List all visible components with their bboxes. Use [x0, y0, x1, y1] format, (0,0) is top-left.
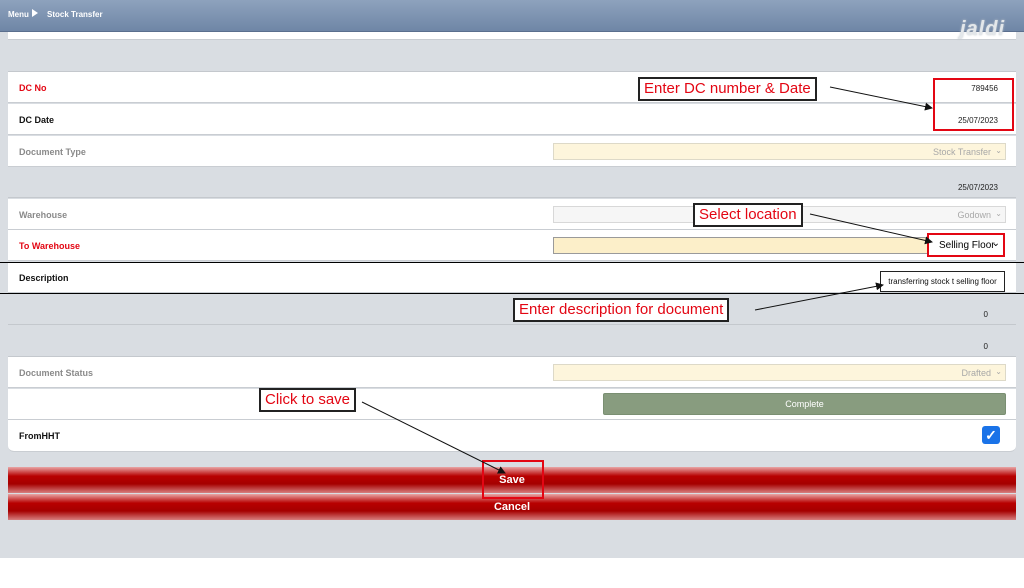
- warehouse-label: Warehouse: [19, 210, 68, 220]
- annotation-location: Select location: [693, 203, 803, 227]
- warehouse-value: Godown: [957, 210, 991, 220]
- highlight-line-bottom: [0, 293, 1024, 294]
- frame-top-strip: [8, 32, 1016, 40]
- complete-button[interactable]: Complete: [603, 393, 1006, 415]
- date-display-row: 25/07/2023: [8, 167, 1016, 198]
- top-bar: Menu Stock Transfer: [0, 0, 1024, 32]
- jaldi-logo: jaldi: [960, 18, 1006, 40]
- spacer-row: [8, 41, 1016, 72]
- chevron-down-icon: ⌄: [995, 209, 1002, 218]
- dc-date-field[interactable]: 25/07/2023: [957, 116, 998, 125]
- dc-highlight-box: [933, 78, 1014, 131]
- menu-link[interactable]: Menu: [8, 10, 29, 19]
- document-status-label: Document Status: [19, 368, 94, 378]
- annotation-dc: Enter DC number & Date: [638, 77, 817, 101]
- date-readonly: 25/07/2023: [957, 183, 998, 192]
- triangle-right-icon: [32, 9, 38, 17]
- count-row-1: 0: [8, 294, 1016, 325]
- from-hht-checkbox[interactable]: ✓: [982, 426, 1000, 444]
- complete-row: Complete: [8, 389, 1016, 420]
- count-row-2: 0: [8, 326, 1016, 357]
- annotation-save: Click to save: [259, 388, 357, 412]
- highlight-line-top: [0, 262, 1024, 263]
- save-button[interactable]: Save: [8, 467, 1016, 493]
- page-title: Stock Transfer: [47, 10, 103, 19]
- to-warehouse-select[interactable]: Selling Floor ⌄: [927, 233, 1005, 257]
- from-hht-label: FromHHT: [19, 431, 60, 441]
- dc-date-label: DC Date: [19, 115, 55, 125]
- annotation-description: Enter description for document: [513, 298, 730, 322]
- to-warehouse-select-field[interactable]: [553, 237, 933, 254]
- document-type-row: Document Type Stock Transfer ⌄: [8, 136, 1016, 167]
- dc-no-row: DC No 789456: [8, 72, 1016, 103]
- save-highlight-box: [482, 460, 544, 499]
- checkmark-icon: ✓: [985, 427, 997, 443]
- from-hht-row: FromHHT ✓: [8, 420, 1016, 452]
- document-type-label: Document Type: [19, 147, 86, 157]
- description-input[interactable]: transferring stock t selling floor: [880, 271, 1005, 292]
- document-type-value: Stock Transfer: [932, 147, 991, 157]
- dc-date-row: DC Date 25/07/2023: [8, 104, 1016, 135]
- document-status-value: Drafted: [961, 368, 991, 378]
- chevron-down-icon: ⌄: [991, 238, 1000, 249]
- chevron-down-icon: ⌄: [995, 146, 1002, 155]
- count-value-2: 0: [983, 342, 988, 351]
- description-row: Description: [8, 262, 1016, 293]
- document-status-select[interactable]: Drafted ⌄: [553, 364, 1006, 381]
- chevron-down-icon: ⌄: [995, 367, 1002, 376]
- warehouse-row: Warehouse Godown ⌄: [8, 199, 1016, 230]
- document-status-row: Document Status Drafted ⌄: [8, 357, 1016, 388]
- to-warehouse-value: Selling Floor: [939, 240, 995, 251]
- count-value-1: 0: [983, 310, 988, 319]
- dc-no-field[interactable]: 789456: [971, 84, 998, 93]
- to-warehouse-row: To Warehouse: [8, 230, 1016, 261]
- dc-no-label: DC No: [19, 83, 47, 93]
- description-label: Description: [19, 273, 69, 283]
- document-type-select[interactable]: Stock Transfer ⌄: [553, 143, 1006, 160]
- to-warehouse-label: To Warehouse: [19, 241, 81, 251]
